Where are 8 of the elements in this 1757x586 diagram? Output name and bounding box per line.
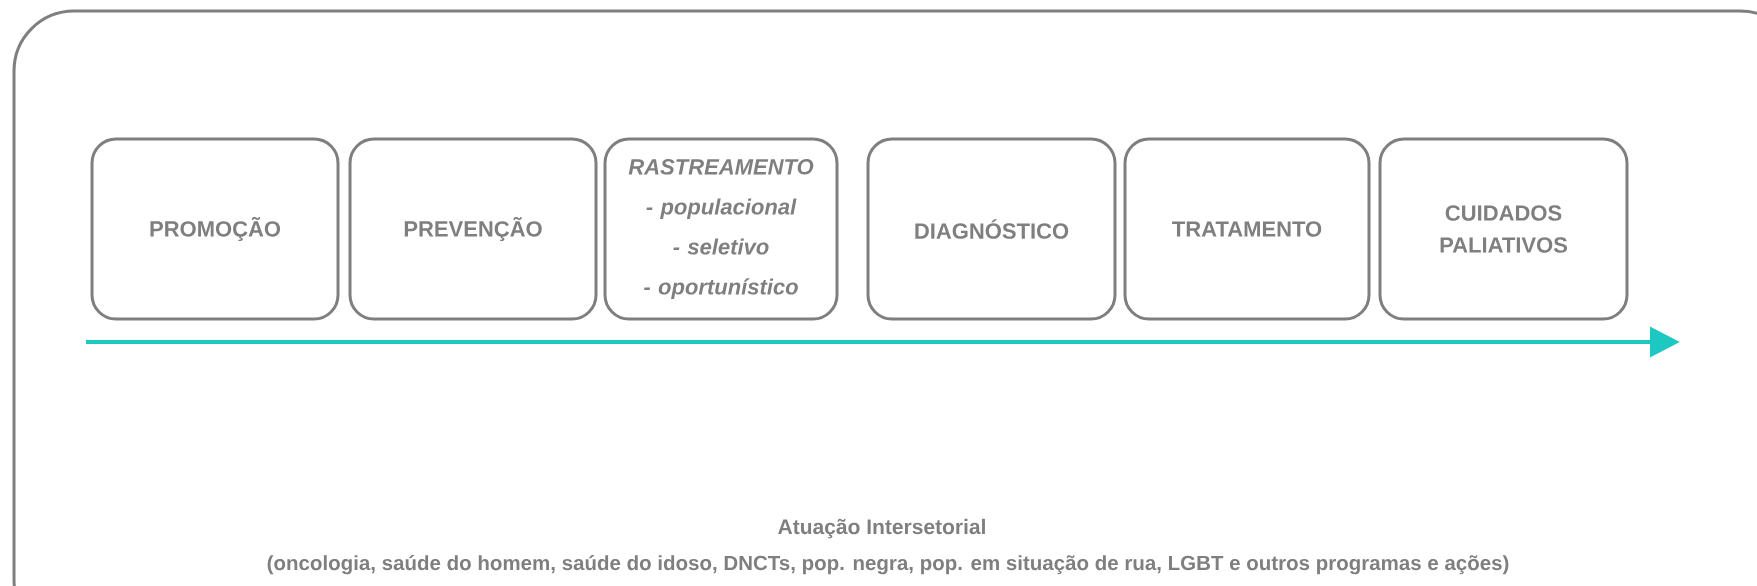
stage-box: CUIDADOS PALIATIVOS	[1378, 137, 1629, 321]
stage-box: PROMOÇÃO	[90, 137, 340, 321]
stage-box: TRATAMENTO	[1123, 137, 1371, 321]
stage-box: PREVENÇÃO	[348, 137, 598, 321]
stage-box: DIAGNÓSTICO	[866, 137, 1117, 321]
caption-text: (oncologia, saúde do homem, saúde do idoso, DNCTs, pop. negra, pop. em situação de rua, LGBT e outros programas e ações)	[267, 554, 1509, 575]
stage-box: RASTREAMENTO - populacional - seletivo - oportunístico	[603, 137, 839, 321]
heading: Atuação Intersetorial	[778, 518, 985, 539]
